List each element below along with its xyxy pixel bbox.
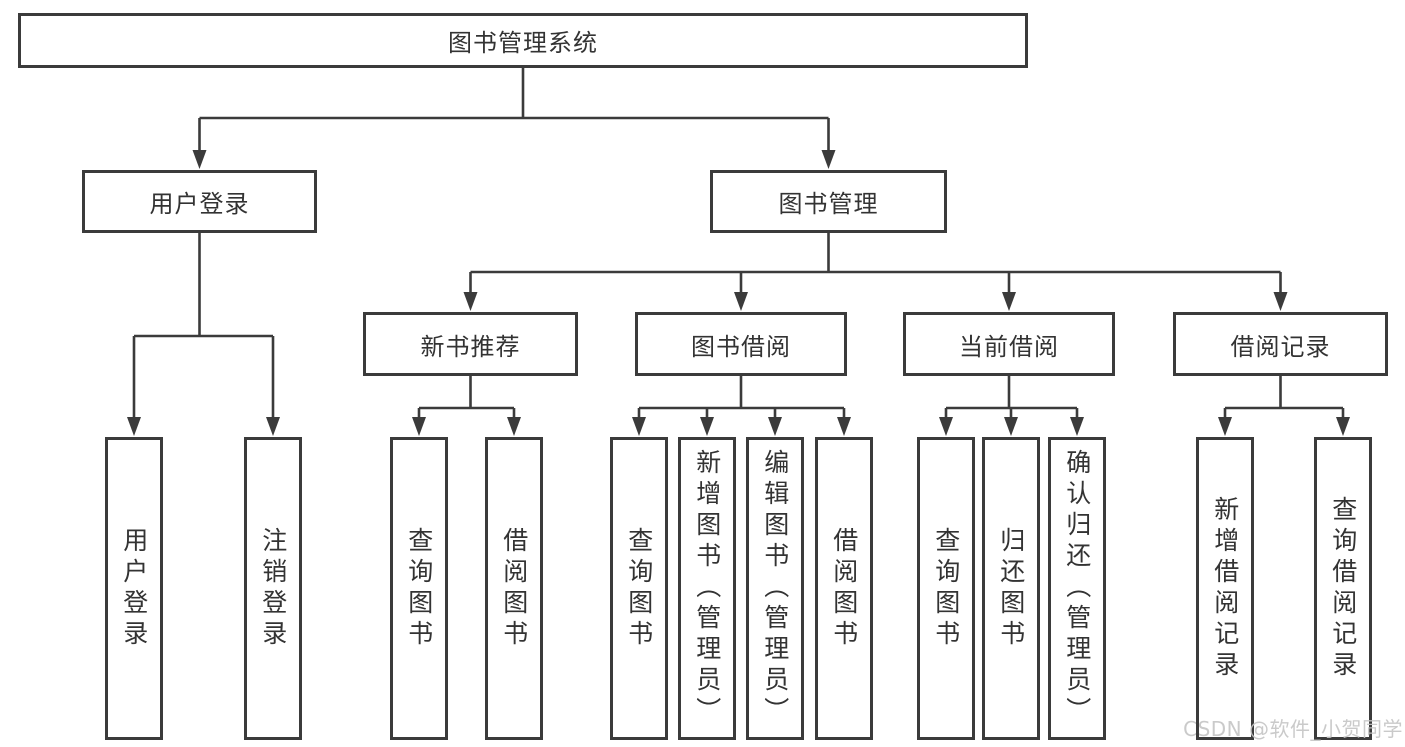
arrowhead-down-icon <box>1004 417 1018 436</box>
arrowhead-down-icon <box>837 417 851 436</box>
node-current-borrow: 当前借阅 <box>903 312 1115 376</box>
leaf-edit-books-admin: 编辑图书（管理员） <box>746 437 804 740</box>
leaf-add-books-admin: 新增图书（管理员） <box>678 437 736 740</box>
connector-login-to-leaves <box>132 233 275 419</box>
arrowhead-down-icon <box>768 417 782 436</box>
csdn-watermark: CSDN @软件_小贺同学 <box>1183 717 1403 741</box>
leaf-add-borrow-record: 新增借阅记录 <box>1196 437 1254 740</box>
arrowhead-down-icon <box>463 292 478 311</box>
connector-records-to-leaves <box>1223 376 1345 419</box>
node-new-book-recommend: 新书推荐 <box>363 312 578 376</box>
arrowhead-down-icon <box>821 150 836 169</box>
arrowhead-down-icon <box>1336 417 1350 436</box>
arrowhead-down-icon <box>700 417 714 436</box>
leaf-query-borrow-record: 查询借阅记录 <box>1314 437 1372 740</box>
leaf-borrow-books: 借阅图书 <box>815 437 873 740</box>
arrowhead-down-icon <box>507 417 521 436</box>
arrowhead-down-icon <box>734 292 748 311</box>
leaf-query-books: 查询图书 <box>917 437 975 740</box>
leaf-query-books: 查询图书 <box>610 437 668 740</box>
node-book-borrow: 图书借阅 <box>635 312 847 376</box>
leaf-confirm-return-admin: 确认归还（管理员） <box>1048 437 1106 740</box>
arrowhead-down-icon <box>939 417 953 436</box>
node-user-login: 用户登录 <box>82 170 317 233</box>
arrowhead-down-icon <box>1273 292 1288 311</box>
arrowhead-down-icon <box>1070 417 1084 436</box>
arrowhead-down-icon <box>192 150 207 169</box>
leaf-borrow-books: 借阅图书 <box>485 437 543 740</box>
connector-recommend-to-leaves <box>417 376 516 419</box>
arrowhead-down-icon <box>127 417 141 436</box>
node-borrow-records: 借阅记录 <box>1173 312 1388 376</box>
connector-current-to-leaves <box>944 376 1079 419</box>
arrowhead-down-icon <box>1002 292 1016 311</box>
connector-root-to-level2 <box>198 68 830 152</box>
leaf-query-books: 查询图书 <box>390 437 448 740</box>
arrowhead-down-icon <box>1218 417 1232 436</box>
arrowhead-down-icon <box>412 417 426 436</box>
connector-borrow-to-leaves <box>637 376 846 419</box>
node-library-management-system: 图书管理系统 <box>18 13 1028 68</box>
leaf-return-books: 归还图书 <box>982 437 1040 740</box>
node-book-management: 图书管理 <box>710 170 947 233</box>
arrowhead-down-icon <box>632 417 646 436</box>
leaf-logout: 注销登录 <box>244 437 302 740</box>
leaf-user-login: 用户登录 <box>105 437 163 740</box>
arrowhead-down-icon <box>266 417 280 436</box>
connector-mgmt-to-level3 <box>469 233 1282 294</box>
